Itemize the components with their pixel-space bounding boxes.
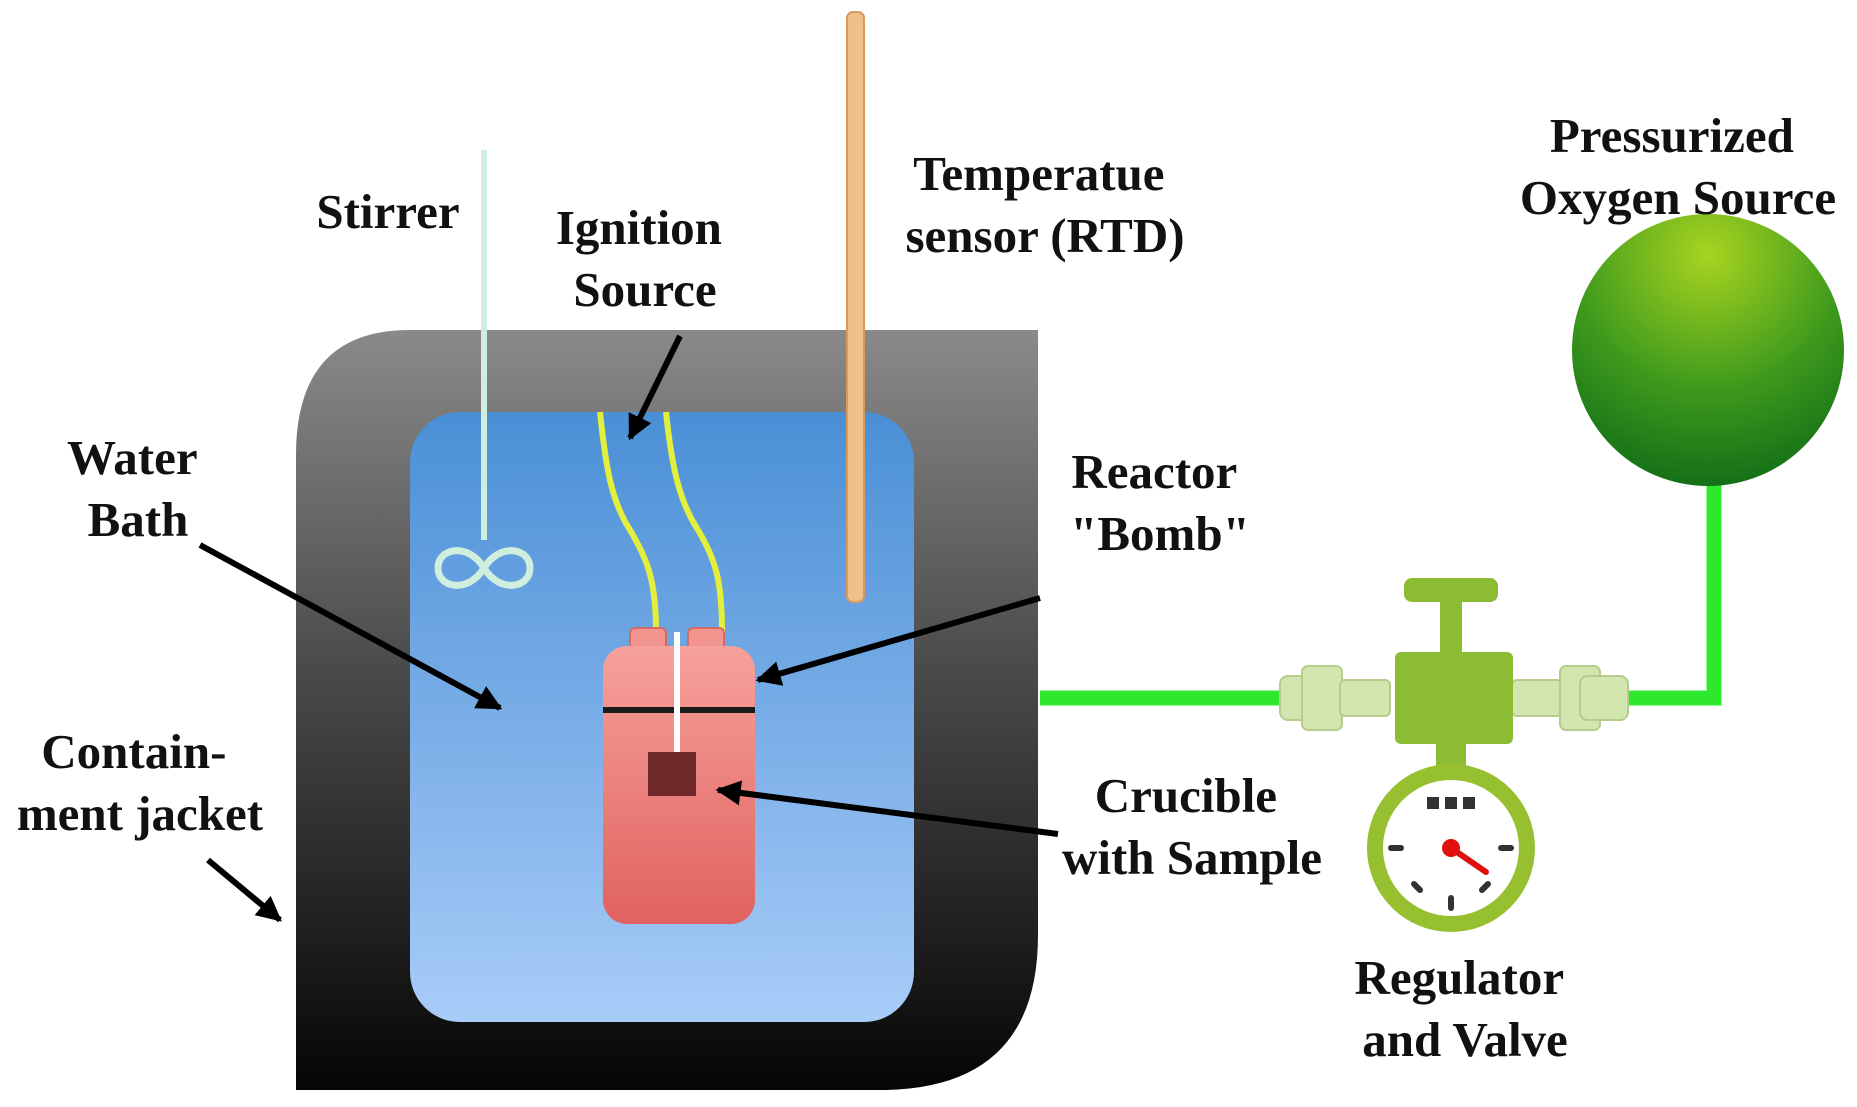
regulator-valve (1279, 578, 1629, 932)
pressure-gauge (1367, 764, 1535, 932)
label-ignition-source: Ignition Source (556, 200, 734, 317)
crucible-sample (648, 752, 696, 796)
reactor-bomb (603, 627, 755, 924)
label-water-bath: Water Bath (67, 430, 209, 547)
arrow-reactor (755, 595, 1041, 686)
temperature-sensor-rod (846, 11, 865, 603)
oxygen-sphere (1572, 214, 1844, 486)
label-regulator-and-valve: Regulator and Valve (1355, 950, 1576, 1067)
label-reactor-bomb: Reactor "Bomb" (1070, 444, 1250, 561)
arrow-containment (206, 857, 282, 923)
label-containment-jacket: Contain- ment jacket (17, 724, 264, 841)
label-pressurized-oxygen-source: Pressurized Oxygen Source (1520, 108, 1836, 225)
arrow-water-bath (198, 542, 503, 711)
arrow-ignition (627, 334, 683, 441)
label-arrows (198, 334, 1059, 923)
stirrer (434, 150, 534, 589)
oxygen-pipe (1040, 470, 1722, 706)
label-crucible-with-sample: Crucible with Sample (1062, 768, 1322, 885)
label-temperature-sensor: Temperatue sensor (RTD) (905, 146, 1184, 263)
arrow-crucible (715, 780, 1059, 837)
ignition-wires (597, 411, 725, 633)
label-stirrer: Stirrer (316, 184, 459, 239)
